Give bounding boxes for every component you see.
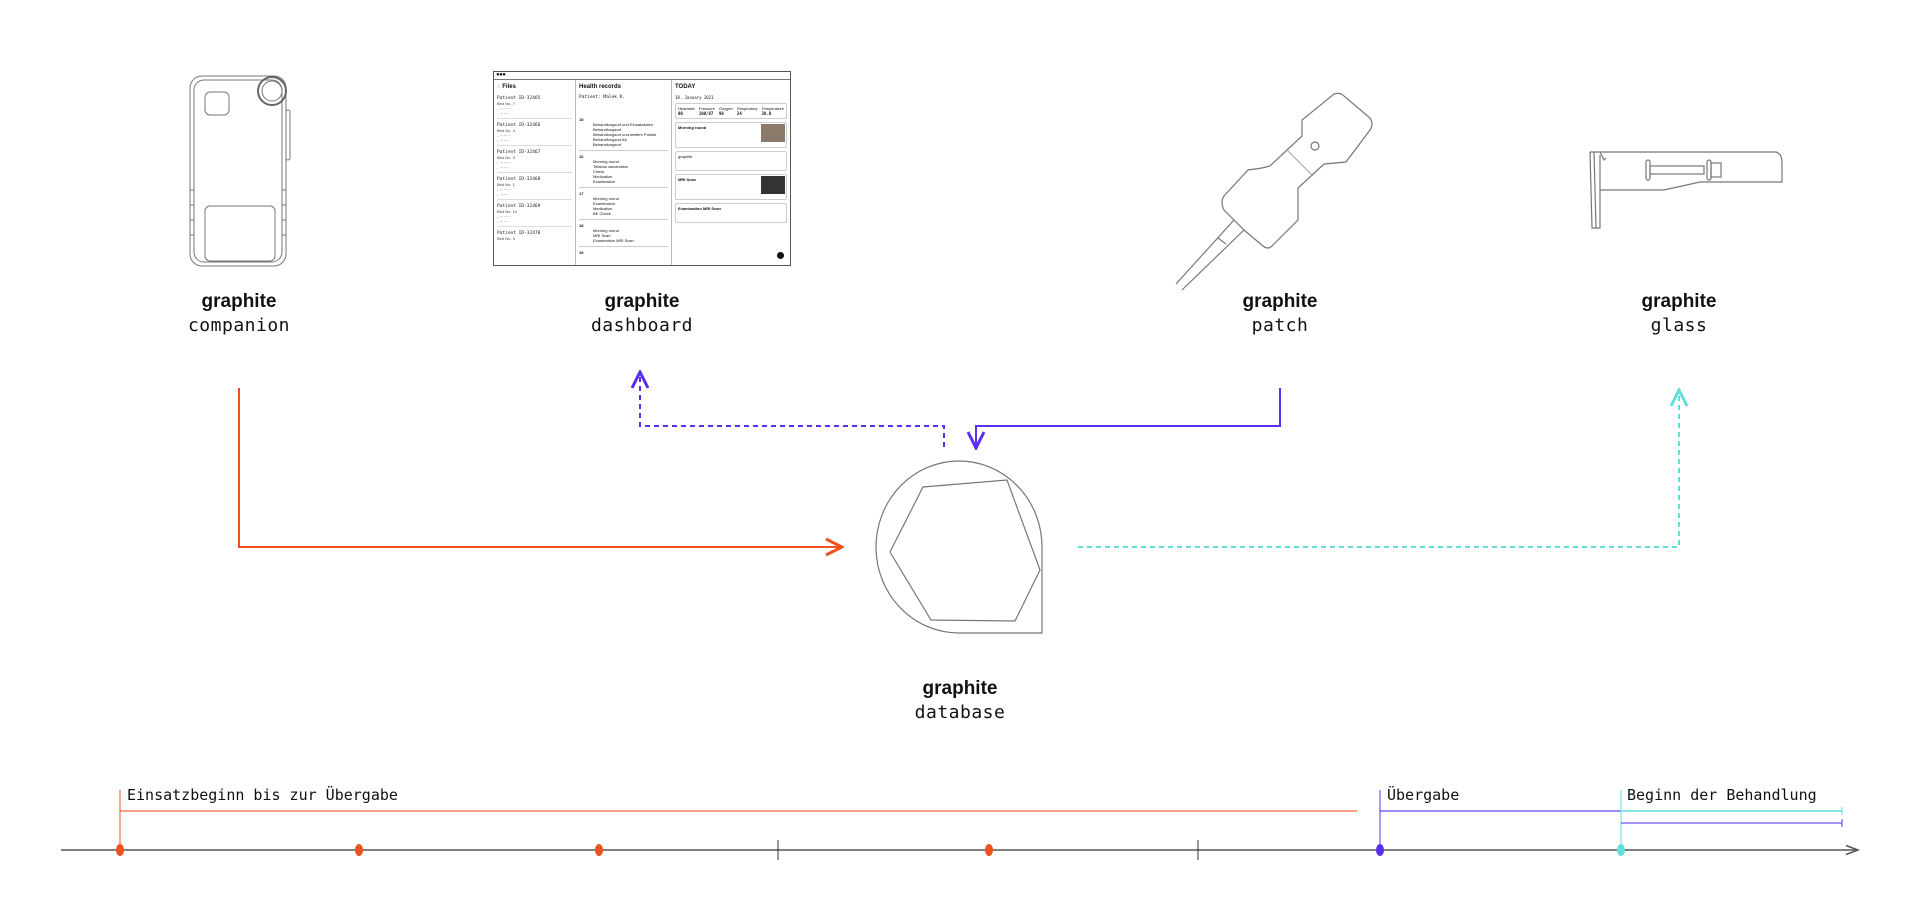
phase-label-handover: Übergabe: [1387, 786, 1460, 804]
flow-companion-to-database: [238, 388, 842, 547]
event-dot-orange: [595, 844, 603, 856]
add-button: [777, 252, 784, 259]
database-icon: [875, 460, 1043, 634]
phone-device-icon: [189, 75, 291, 267]
note-card: graphite: [675, 151, 787, 171]
phase-label-deployment: Einsatzbeginn bis zur Übergabe: [127, 786, 398, 804]
phase-label-treatment: Beginn der Behandlung: [1627, 786, 1817, 804]
files-title: Files: [502, 84, 516, 90]
patch-device-icon: [1175, 92, 1373, 291]
note-card: Examination MRI Scan: [675, 203, 787, 223]
event-dot-purple: [1376, 844, 1384, 856]
note-card: Morning round: [675, 122, 787, 148]
event-dot-orange: [355, 844, 363, 856]
note-card: MRI Scan: [675, 174, 787, 200]
timeline-events: [116, 844, 1625, 856]
glass-device-icon: [1589, 151, 1783, 229]
record-patient: Patient: Malek K.: [579, 95, 626, 100]
files-icon: ◌: [497, 84, 501, 90]
event-dot-orange: [985, 844, 993, 856]
event-dot-orange: [116, 844, 124, 856]
flow-patch-to-database: [976, 388, 1281, 448]
today-date: 18. January 2021: [675, 95, 714, 100]
flow-database-to-dashboard: [640, 372, 945, 447]
flow-database-to-glass: [1078, 390, 1679, 548]
today-title: TODAY: [675, 84, 696, 90]
records-title: Health records: [579, 84, 622, 90]
window-dots: ●●●: [494, 72, 790, 80]
record-day: 19: [579, 250, 584, 255]
event-dot-teal: [1617, 844, 1625, 856]
